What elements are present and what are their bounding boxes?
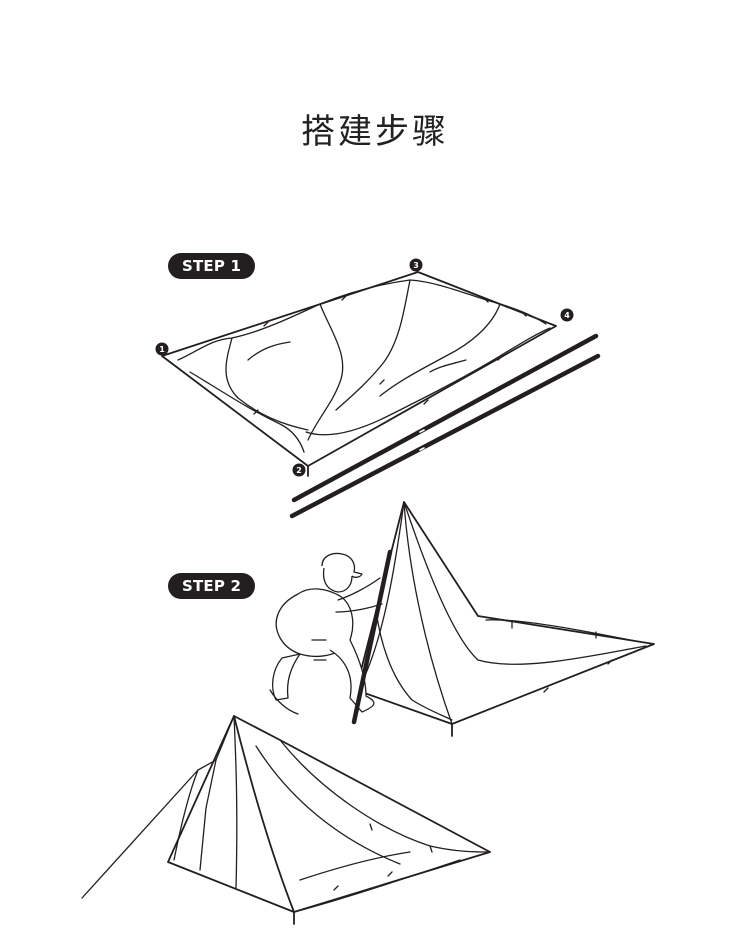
person-figure [270, 554, 382, 715]
tent-poles [292, 336, 598, 516]
step-2-raising-tent [270, 502, 654, 736]
svg-text:4: 4 [564, 311, 570, 320]
pitched-tent [82, 716, 490, 924]
svg-text:1: 1 [159, 345, 165, 354]
corner-marker-2: 2 [293, 464, 306, 477]
svg-text:3: 3 [413, 261, 419, 270]
corner-marker-1: 1 [156, 343, 169, 356]
svg-text:2: 2 [296, 466, 302, 475]
corner-marker-3: 3 [410, 259, 423, 272]
corner-marker-4: 4 [561, 309, 574, 322]
step-1-flat-tarp [162, 272, 556, 476]
